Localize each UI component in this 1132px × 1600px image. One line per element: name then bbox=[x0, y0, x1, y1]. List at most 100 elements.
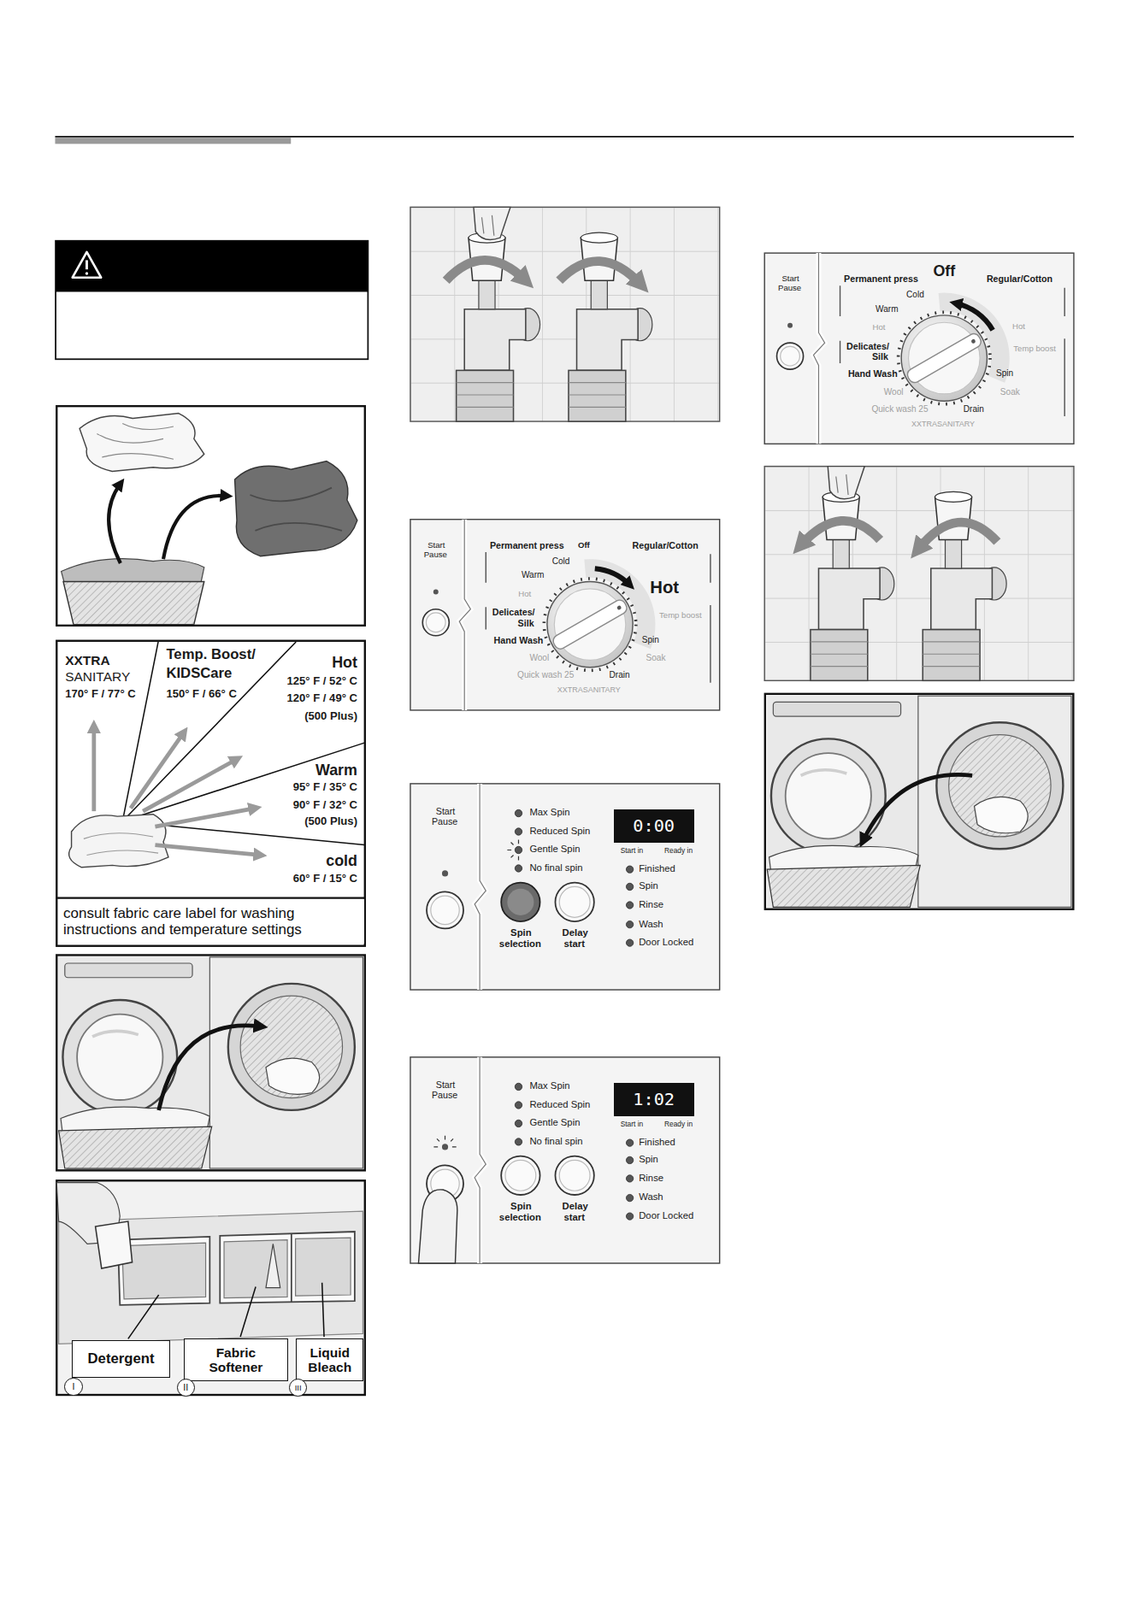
temperature-value: 90° F / 32° C bbox=[292, 798, 359, 812]
label-text: Gentle Spin bbox=[528, 843, 581, 855]
sorting-illustration bbox=[96, 423, 174, 460]
program-name: Hot bbox=[330, 654, 359, 673]
dial-setting: Off bbox=[577, 540, 591, 550]
button-label: Spin selection bbox=[491, 1201, 549, 1224]
unloading-illustration bbox=[765, 694, 1074, 910]
label-text: Spin bbox=[995, 368, 1015, 378]
temperature-chart bbox=[142, 759, 237, 812]
tap-open-illustration bbox=[410, 206, 720, 422]
status-label: Spin bbox=[637, 880, 660, 892]
dial-off-illustration bbox=[764, 253, 1074, 444]
label-text: KIDSCare bbox=[165, 665, 233, 682]
tap-open-illustration bbox=[410, 206, 720, 422]
dial-setting: Quick wash 25 bbox=[516, 670, 575, 681]
label-text: Delay start bbox=[561, 927, 589, 950]
box-text: consult fabric care label for washing in… bbox=[63, 905, 360, 939]
label-text: Max Spin bbox=[528, 1080, 571, 1091]
header-rule bbox=[54, 137, 291, 144]
warning-box bbox=[72, 252, 101, 278]
tap-close-illustration bbox=[764, 466, 1074, 682]
temperature-chart bbox=[122, 642, 365, 846]
temperature-chart bbox=[83, 833, 159, 856]
compartment-label: Liquid Bleach bbox=[295, 1338, 364, 1382]
time-display: 0:00 bbox=[613, 809, 695, 844]
sorting-illustration bbox=[235, 461, 358, 557]
label-text: (500 Plus) bbox=[303, 814, 359, 828]
label-text: Cold bbox=[551, 556, 572, 566]
start-illustration bbox=[410, 1057, 720, 1264]
program-name: cold bbox=[324, 852, 359, 871]
display-caption: Start in bbox=[619, 1120, 645, 1130]
label-text: Soak bbox=[999, 387, 1021, 397]
temperature-chart bbox=[91, 726, 96, 812]
display-caption: Ready in bbox=[663, 1120, 694, 1130]
label-text: cold bbox=[324, 852, 359, 870]
label-text: Off bbox=[931, 262, 956, 280]
loading-illustration bbox=[56, 955, 366, 1171]
dial-select-illustration bbox=[410, 519, 720, 711]
label-text: Hot bbox=[330, 654, 359, 672]
tap-open-illustration bbox=[446, 259, 526, 281]
label-text: Temp boost bbox=[658, 610, 703, 620]
dispenser-illustration bbox=[295, 1238, 351, 1297]
label-text: 120° F / 49° C bbox=[285, 691, 359, 705]
dial-setting: Spin bbox=[995, 368, 1015, 379]
label-text: Max Spin bbox=[528, 807, 571, 818]
label-text: Delay start bbox=[561, 1201, 589, 1223]
temperature-chart bbox=[56, 641, 366, 947]
label-text: Start Pause bbox=[431, 1079, 459, 1101]
label-text: Permanent press bbox=[489, 540, 566, 551]
tap-open-illustration bbox=[446, 259, 642, 285]
dispenser-illustration bbox=[224, 1240, 288, 1299]
dispenser-illustration bbox=[58, 1211, 364, 1345]
warning-box bbox=[55, 241, 368, 360]
dispenser-illustration bbox=[290, 1233, 293, 1303]
unloading-illustration bbox=[862, 774, 973, 841]
dial-setting: Drain bbox=[962, 404, 985, 415]
start-illustration bbox=[505, 1160, 537, 1191]
box-text: Liquid Bleach bbox=[300, 1345, 360, 1377]
spin-select-illustration bbox=[410, 784, 720, 991]
temperature-chart bbox=[69, 814, 169, 868]
temperature-value: 125° F / 52° C bbox=[285, 674, 359, 688]
box-text: I bbox=[71, 1381, 75, 1392]
label-text: Delicates/ Silk bbox=[491, 607, 536, 628]
label-text: Spin selection bbox=[499, 1201, 543, 1223]
dispenser-illustration bbox=[219, 1232, 355, 1304]
program-group: Hand Wash bbox=[493, 635, 545, 646]
program-name: Warm bbox=[314, 761, 359, 780]
unloading-illustration bbox=[765, 694, 1074, 910]
label-text: Rinse bbox=[637, 1173, 665, 1184]
temperature-value: 60° F / 15° C bbox=[292, 872, 359, 885]
label-text: Spin selection bbox=[499, 927, 543, 950]
label-text: Start in bbox=[619, 846, 645, 855]
spin-select-illustration bbox=[501, 883, 540, 922]
label-text: Permanent press bbox=[843, 273, 920, 284]
label-text: Spin bbox=[637, 880, 660, 891]
status-label: Finished bbox=[637, 1137, 677, 1149]
sorting-illustration bbox=[108, 483, 121, 564]
dial-setting: Off bbox=[931, 262, 956, 281]
dispenser-illustration bbox=[95, 1221, 133, 1269]
label-text: Temp boost bbox=[1012, 343, 1057, 354]
label-text: Quick wash 25 bbox=[516, 670, 575, 680]
tap-open-illustration bbox=[559, 261, 642, 286]
label-text: Hand Wash bbox=[847, 368, 899, 379]
program-group: Delicates/ Silk bbox=[831, 341, 890, 363]
dial-setting: Warm bbox=[520, 570, 546, 581]
temperature-value: 170° F / 77° C bbox=[64, 687, 137, 701]
start-illustration bbox=[501, 1156, 540, 1196]
dial-setting: Soak bbox=[645, 653, 667, 664]
label-text: Spin bbox=[637, 1154, 660, 1165]
display-caption: Start in bbox=[619, 847, 645, 856]
label-text: Door Locked bbox=[637, 1210, 695, 1221]
box-text: III bbox=[294, 1383, 302, 1393]
program-name: KIDSCare bbox=[165, 665, 233, 682]
warning-box bbox=[85, 259, 89, 270]
label-text: 150° F / 66° C bbox=[165, 687, 238, 701]
label-text: Cold bbox=[905, 289, 926, 300]
label-text: XXTRA bbox=[64, 653, 112, 668]
label-text: XXTRASANITARY bbox=[910, 419, 976, 429]
sorting-illustration bbox=[56, 406, 366, 626]
